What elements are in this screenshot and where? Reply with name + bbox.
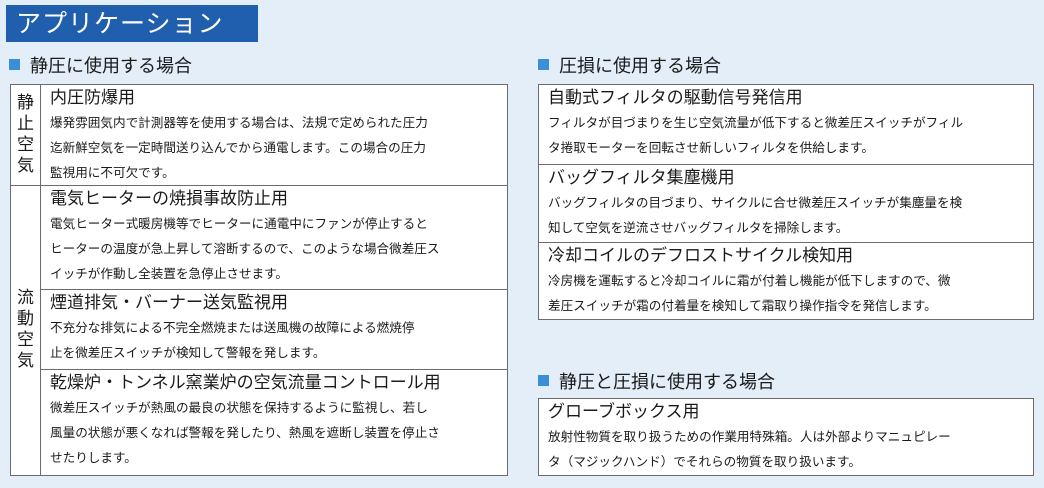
list-item: バッグフィルタ集塵機用 バッグフィルタの目づまり、サイクルに合せ微差圧スイッチが… <box>539 164 1033 242</box>
item-title: バッグフィルタ集塵機用 <box>548 168 735 188</box>
item-title: グローブボックス用 <box>548 402 700 422</box>
list-item: 電気ヒーターの焼損事故防止用 電気ヒーター式暖房機等でヒーターに通電中にファンが… <box>41 185 507 289</box>
static-pressure-table: 静 止 空 気 流 動 空 気 内圧防爆用 爆発雰囲気内で計測器等を使用する場合… <box>10 84 508 476</box>
item-title: 内圧防爆用 <box>50 88 135 108</box>
item-title: 電気ヒーターの焼損事故防止用 <box>50 189 288 209</box>
page-title: アプリケーション <box>6 5 258 42</box>
section-heading-pressure-loss: 圧損に使用する場合 <box>538 56 721 78</box>
list-item: 冷却コイルのデフロストサイクル検知用 冷房機を運転すると冷却コイルに霜が付着し機… <box>539 242 1033 319</box>
pressure-loss-table: 自動式フィルタの駆動信号発信用 フィルタが目づまりを生じ空気流量が低下すると微差… <box>538 84 1034 320</box>
list-item: 自動式フィルタの駆動信号発信用 フィルタが目づまりを生じ空気流量が低下すると微差… <box>539 85 1033 164</box>
list-item: 乾燥炉・トンネル窯業炉の空気流量コントロール用 微差圧スイッチが熱風の最良の状態… <box>41 369 507 475</box>
square-bullet-icon <box>9 59 20 70</box>
flowing-air-label: 流 動 空 気 <box>11 185 41 475</box>
item-title: 煙道排気・バーナー送気監視用 <box>50 293 288 313</box>
list-item: 内圧防爆用 爆発雰囲気内で計測器等を使用する場合は、法規で定められた圧力 迄新鮮… <box>41 85 507 186</box>
item-title: 自動式フィルタの駆動信号発信用 <box>548 88 803 108</box>
square-bullet-icon <box>538 59 549 70</box>
square-bullet-icon <box>538 375 549 386</box>
section-heading-static-and-loss: 静圧と圧損に使用する場合 <box>538 372 775 394</box>
static-air-label: 静 止 空 気 <box>11 85 41 186</box>
section-heading-static-pressure: 静圧に使用する場合 <box>9 56 192 78</box>
item-title: 冷却コイルのデフロストサイクル検知用 <box>548 246 854 266</box>
list-item: 煙道排気・バーナー送気監視用 不充分な排気による不完全燃焼または送風機の故障によ… <box>41 289 507 369</box>
list-item: グローブボックス用 放射性物質を取り扱うための作業用特殊箱。人は外部よりマニュピ… <box>539 399 1033 475</box>
item-title: 乾燥炉・トンネル窯業炉の空気流量コントロール用 <box>50 373 441 393</box>
static-and-loss-table: グローブボックス用 放射性物質を取り扱うための作業用特殊箱。人は外部よりマニュピ… <box>538 398 1034 476</box>
